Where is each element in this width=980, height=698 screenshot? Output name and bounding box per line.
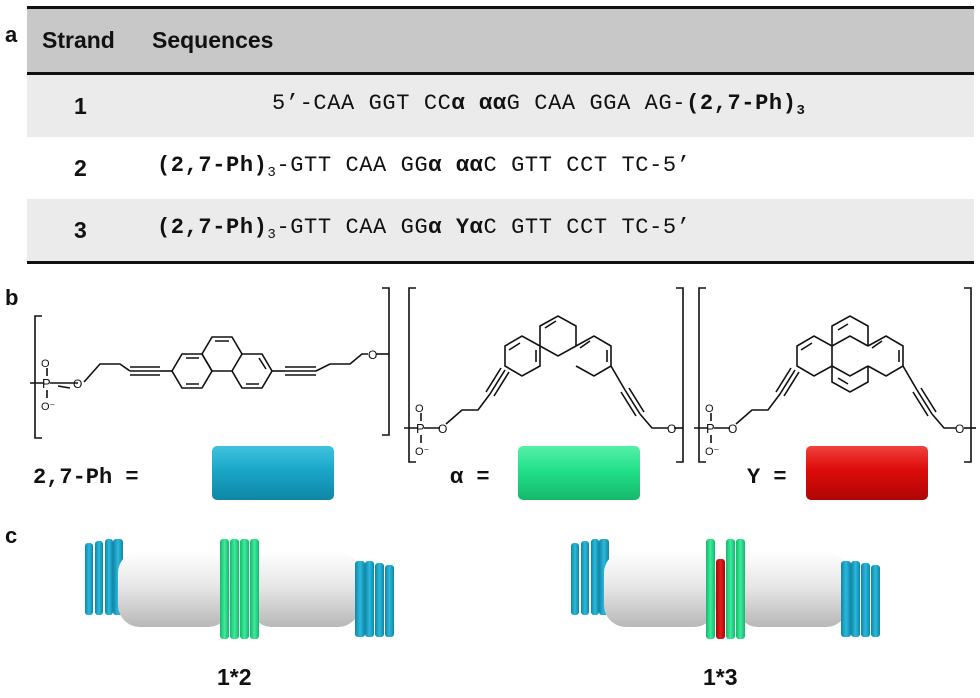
header-strand: Strand (42, 27, 115, 53)
seq-modified: α αα (451, 91, 507, 116)
legend-label-y: Y = (747, 465, 787, 490)
seq-part: G CAA GGA AG- (506, 91, 687, 116)
atom-phosphorus: P (416, 421, 425, 436)
strand-number: 1 (74, 93, 87, 119)
seq-part: C GTT CCT TC-5’ (483, 215, 691, 240)
table-top-rule (27, 6, 974, 9)
atom-oxygen: O (438, 422, 447, 436)
sequence-text: (2,7-Ph)3-GTT CAA GGα ααC GTT CCT TC-5’ (157, 153, 691, 181)
atom-neg-oxygen: O⁻ (705, 446, 720, 458)
table-bottom-rule (27, 261, 974, 264)
sequence-text: 5’-CAA GGT CCα ααG CAA GGA AG-(2,7-Ph)3 (272, 91, 806, 119)
strand-number: 2 (74, 155, 87, 181)
atom-oxygen: O (41, 358, 50, 370)
atom-oxygen: O (955, 422, 964, 436)
legend-label-alpha: α = (450, 465, 490, 490)
duplex-caption-1-2: 1*2 (217, 664, 252, 690)
atom-oxygen: O (368, 348, 377, 362)
seq-part: -GTT CAA GG (276, 215, 429, 240)
atom-neg-oxygen: O⁻ (415, 446, 430, 458)
chemical-structures: P O O⁻ O O P O O⁻ O O P O O⁻ O O (30, 287, 976, 463)
seq-modified: α Yα (428, 215, 484, 240)
legend-swatch-y (806, 446, 928, 500)
atom-oxygen: O (667, 422, 676, 436)
atom-oxygen: O (728, 422, 737, 436)
duplex-models (85, 539, 880, 639)
table-row: 1 5’-CAA GGT CCα ααG CAA GGA AG-(2,7-Ph)… (27, 75, 974, 137)
legend-swatch-ph (212, 446, 334, 500)
duplex-1-2 (85, 539, 394, 639)
panel-label-c: c (5, 523, 18, 548)
atom-oxygen: O (415, 403, 424, 415)
seq-part: C GTT CCT TC-5’ (483, 153, 691, 178)
panel-label-a: a (5, 22, 18, 47)
bracket-right (382, 287, 390, 436)
header-sequences: Sequences (152, 27, 274, 53)
table-row: 2 (2,7-Ph)3-GTT CAA GGα ααC GTT CCT TC-5… (27, 137, 974, 199)
seq-part: -GTT CAA GG (276, 153, 429, 178)
seq-subscript: 3 (267, 165, 277, 181)
seq-modified: α αα (428, 153, 484, 178)
atom-phosphorus: P (42, 376, 51, 391)
seq-modified: (2,7-Ph) (157, 153, 268, 178)
seq-modified: (2,7-Ph) (157, 215, 268, 240)
bracket-left (34, 315, 42, 439)
legend-swatch-alpha (518, 446, 640, 500)
seq-modified: (2,7-Ph) (686, 91, 797, 116)
atom-oxygen: O (705, 403, 714, 415)
seq-subscript: 3 (267, 227, 277, 243)
sequence-text: (2,7-Ph)3-GTT CAA GGα YαC GTT CCT TC-5’ (157, 215, 691, 243)
sequence-table: Strand Sequences 1 5’-CAA GGT CCα ααG CA… (27, 6, 974, 264)
seq-subscript: 3 (796, 103, 806, 119)
table-row: 3 (2,7-Ph)3-GTT CAA GGα YαC GTT CCT TC-5… (27, 199, 974, 261)
table-header-rule (27, 72, 974, 75)
atom-oxygen: O (73, 377, 82, 391)
atom-neg-oxygen: O⁻ (41, 401, 56, 413)
strand-number: 3 (74, 217, 87, 243)
panel-label-b: b (5, 285, 19, 310)
atom-phosphorus: P (706, 421, 715, 436)
legend-label-ph: 2,7-Ph = (33, 465, 139, 490)
duplex-1-3 (571, 539, 880, 639)
seq-part: 5’-CAA GGT CC (272, 91, 452, 116)
table-header: Strand Sequences (27, 9, 974, 72)
duplex-caption-1-3: 1*3 (703, 664, 738, 690)
